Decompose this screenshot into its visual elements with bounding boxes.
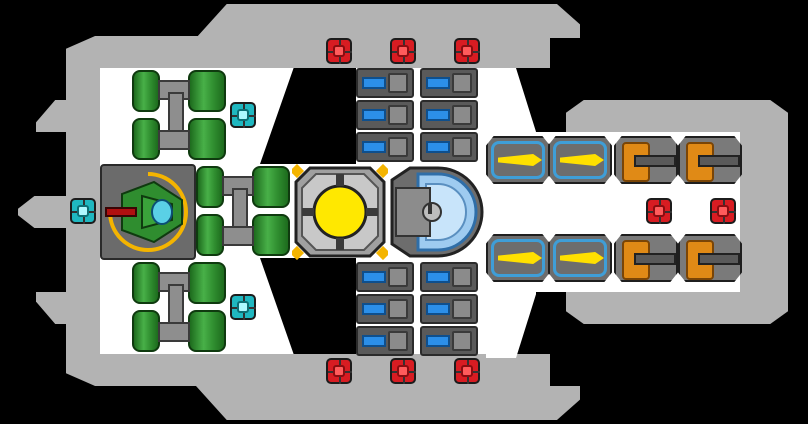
cyan-hardpoint-icon[interactable] (230, 102, 256, 128)
red-hardpoint-icon[interactable] (390, 358, 416, 384)
red-hardpoint-icon[interactable] (454, 38, 480, 64)
hull-wing-right-lower (566, 292, 788, 324)
battery-cell-icon[interactable] (420, 100, 478, 130)
battery-cell-icon[interactable] (420, 294, 478, 324)
battery-cell-icon[interactable] (356, 326, 414, 356)
battery-cell-icon[interactable] (356, 132, 414, 162)
laser-weapon-icon[interactable] (486, 234, 550, 282)
hull-wing-right-side (740, 132, 788, 292)
battery-cell-icon[interactable] (356, 294, 414, 324)
pilot-cockpit-icon[interactable] (100, 164, 196, 260)
battery-cell-icon[interactable] (420, 262, 478, 292)
hull-plate-top-upper (196, 4, 580, 38)
red-hardpoint-icon[interactable] (646, 198, 672, 224)
cyan-hardpoint-icon[interactable] (230, 294, 256, 320)
laser-weapon-icon[interactable] (548, 234, 612, 282)
sensor-dome-icon[interactable] (388, 166, 484, 258)
engine-canister-icon[interactable] (196, 164, 292, 260)
cannon-weapon-icon[interactable] (614, 136, 678, 184)
laser-weapon-icon[interactable] (548, 136, 612, 184)
battery-cell-icon[interactable] (420, 326, 478, 356)
laser-weapon-icon[interactable] (486, 136, 550, 184)
shield-core-icon[interactable] (289, 163, 391, 261)
engine-canister-icon[interactable] (132, 260, 228, 356)
red-hardpoint-icon[interactable] (326, 38, 352, 64)
red-hardpoint-icon[interactable] (326, 358, 352, 384)
red-hardpoint-icon[interactable] (454, 358, 480, 384)
hull-wing-right-upper (566, 100, 788, 132)
battery-cell-icon[interactable] (356, 262, 414, 292)
battery-cell-icon[interactable] (420, 68, 478, 98)
red-hardpoint-icon[interactable] (710, 198, 736, 224)
cannon-weapon-icon[interactable] (678, 136, 742, 184)
engine-canister-icon[interactable] (132, 68, 228, 164)
cannon-weapon-icon[interactable] (678, 234, 742, 282)
battery-cell-icon[interactable] (356, 100, 414, 130)
cannon-weapon-icon[interactable] (614, 234, 678, 282)
battery-cell-icon[interactable] (356, 68, 414, 98)
cyan-hardpoint-icon[interactable] (70, 198, 96, 224)
battery-cell-icon[interactable] (420, 132, 478, 162)
hull-plate-bottom-lower (196, 386, 580, 420)
red-hardpoint-icon[interactable] (390, 38, 416, 64)
